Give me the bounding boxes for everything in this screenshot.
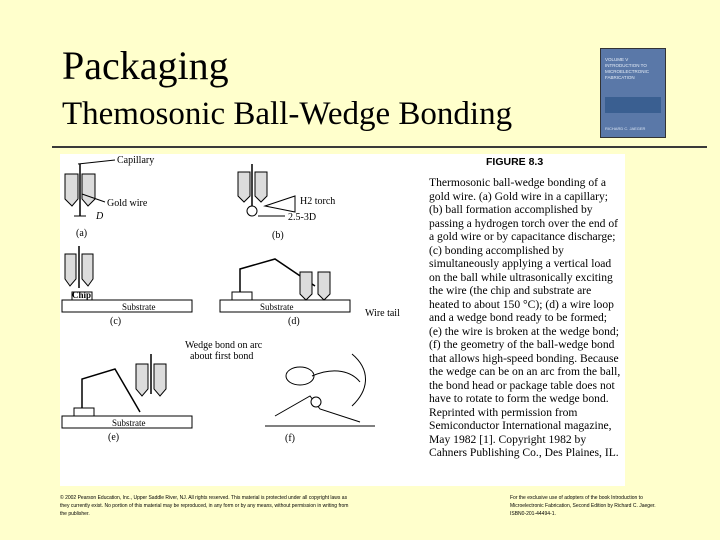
substrate-c bbox=[61, 299, 193, 313]
chip-d bbox=[231, 291, 253, 301]
chip-e bbox=[73, 407, 95, 417]
label-d-panel: (d) bbox=[288, 316, 300, 327]
capillary-right-jaw-e bbox=[153, 363, 167, 397]
figure-panel: Capillary Gold wire D (a) H2 torch 2.5-3… bbox=[60, 154, 625, 486]
label-e: (e) bbox=[108, 432, 119, 443]
capillary-leader bbox=[77, 159, 116, 165]
figure-heading: FIGURE 8.3 bbox=[486, 156, 544, 168]
panel-b bbox=[237, 164, 296, 217]
book-cover-image: VOLUME V INTRODUCTION TO MICROELECTRONIC… bbox=[600, 48, 666, 138]
capillary-right-jaw bbox=[81, 173, 96, 207]
copyright-notice: © 2002 Pearson Education, Inc., Upper Sa… bbox=[60, 495, 349, 517]
h2-torch bbox=[263, 195, 296, 213]
capillary-left-jaw-e bbox=[135, 363, 149, 397]
slide-subtitle: Themosonic Ball-Wedge Bonding bbox=[62, 96, 513, 132]
panel-d bbox=[219, 258, 351, 313]
panel-a bbox=[64, 159, 116, 217]
label-b: (b) bbox=[272, 230, 284, 241]
book-cover-title: VOLUME V INTRODUCTION TO MICROELECTRONIC… bbox=[605, 57, 650, 80]
ball-bond-side bbox=[310, 396, 322, 408]
label-c: (c) bbox=[110, 316, 121, 327]
capillary-right-jaw-c bbox=[81, 253, 94, 287]
label-substrate-c: Substrate bbox=[122, 302, 156, 312]
label-f: (f) bbox=[285, 433, 295, 444]
label-wire-tail: Wire tail end bbox=[365, 308, 400, 319]
capillary-left-jaw-d bbox=[299, 271, 313, 301]
capillary-left-jaw-b bbox=[237, 171, 251, 203]
substrate-e bbox=[61, 415, 193, 429]
gold-ball-b bbox=[246, 205, 258, 217]
wire-loop-d bbox=[239, 258, 316, 292]
wire-loop-e bbox=[81, 368, 141, 413]
bonding-diagram: Capillary Gold wire D (a) H2 torch 2.5-3… bbox=[61, 155, 400, 444]
ball-bond-top bbox=[285, 366, 315, 386]
title-divider bbox=[52, 146, 707, 148]
label-a: (a) bbox=[76, 228, 87, 239]
capillary-right-jaw-d bbox=[317, 271, 331, 301]
label-chip: Chip bbox=[72, 290, 91, 300]
capillary-left-jaw-c bbox=[64, 253, 77, 287]
label-capillary: Capillary bbox=[117, 155, 154, 166]
label-h2-torch: H2 torch bbox=[300, 196, 335, 207]
label-spacing: 2.5-3D bbox=[288, 212, 316, 223]
label-wedge-arc-line1: Wedge bond on arc bbox=[185, 340, 263, 351]
label-substrate-e: Substrate bbox=[112, 418, 146, 428]
wire-top-view bbox=[311, 370, 361, 383]
label-wedge-arc-line2: about first bond bbox=[190, 351, 253, 362]
panel-f bbox=[265, 353, 375, 427]
book-cover-author: RICHARD C. JAEGER bbox=[605, 126, 646, 131]
slide-title: Packaging bbox=[62, 43, 229, 88]
substrate-d bbox=[219, 299, 351, 313]
book-cover-band bbox=[605, 97, 661, 113]
label-diameter: D bbox=[95, 211, 104, 222]
panel-c bbox=[61, 246, 193, 313]
capillary-left-jaw bbox=[64, 173, 79, 207]
adopter-notice: For the exclusive use of adopters of the… bbox=[510, 495, 656, 517]
panel-e bbox=[61, 354, 193, 429]
gold-wire-leader bbox=[81, 193, 106, 203]
label-substrate-d: Substrate bbox=[260, 302, 294, 312]
wedge-arc bbox=[351, 353, 366, 407]
label-gold-wire: Gold wire bbox=[107, 198, 148, 209]
figure-caption: Thermosonic ball-wedge bonding of a gold… bbox=[429, 176, 621, 459]
capillary-right-jaw-b bbox=[254, 171, 268, 203]
